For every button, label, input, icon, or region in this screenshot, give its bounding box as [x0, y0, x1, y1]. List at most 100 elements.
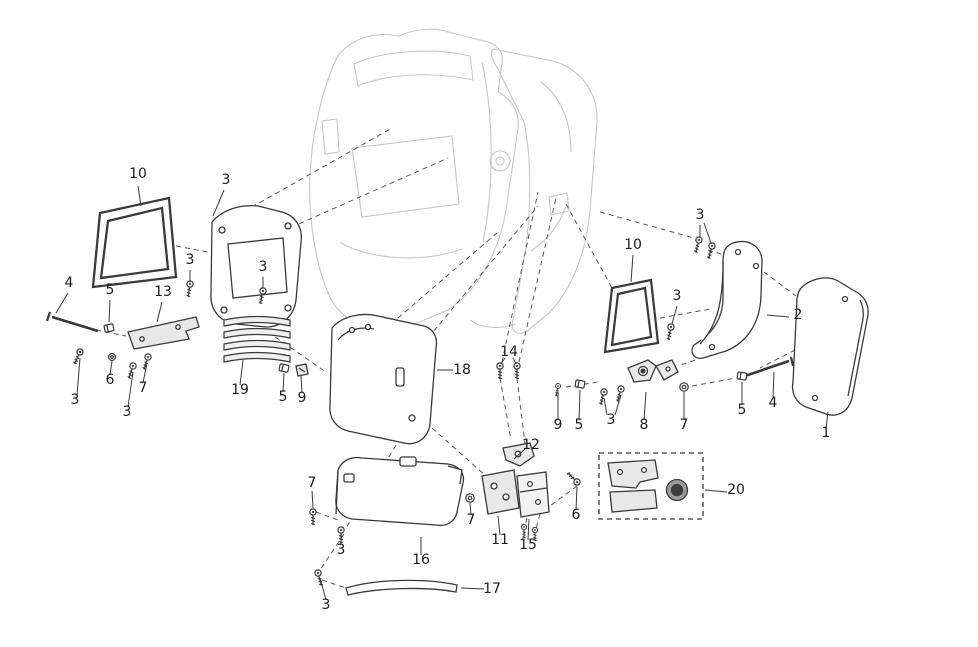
leader-line — [512, 357, 517, 365]
nut-icon — [107, 353, 117, 361]
part-label-17: 17 — [483, 581, 501, 597]
ghost-right-inner — [530, 205, 567, 252]
part-label-5: 5 — [738, 402, 747, 418]
part-18-side-cover-left — [329, 313, 438, 445]
dash-line — [267, 331, 327, 373]
bracket-hole — [175, 324, 181, 330]
ghost-assembly — [309, 28, 598, 334]
plate-body — [516, 471, 550, 518]
trim-body — [345, 579, 458, 596]
part-label-10: 10 — [624, 237, 642, 253]
lower-cover-tab — [399, 456, 417, 467]
part-9-clip-left — [295, 363, 309, 377]
screw-boss — [220, 306, 228, 314]
clip-hole — [514, 450, 522, 458]
leader-line — [55, 292, 69, 314]
spacer-icon — [736, 371, 748, 381]
ghost-lock-ring — [489, 150, 511, 172]
part-label-8: 8 — [640, 417, 649, 433]
screw-boss — [752, 262, 760, 270]
leader-line — [671, 305, 678, 325]
part-20-hardware-kit — [598, 452, 704, 520]
dash-line — [659, 307, 717, 319]
leader-line — [527, 518, 530, 541]
panel-crease — [699, 261, 724, 345]
dash-line — [427, 205, 539, 339]
ghost-front-cowl — [309, 28, 519, 331]
part-label-10: 10 — [129, 166, 147, 182]
bolt-head — [45, 311, 52, 322]
leader-line — [497, 515, 501, 536]
dash-line — [397, 231, 499, 319]
seal-outer — [603, 278, 660, 354]
dash-line — [516, 377, 526, 445]
part-3-front-panel — [210, 204, 302, 328]
dash-line — [431, 427, 487, 477]
cover-hole — [811, 394, 819, 402]
screw-boss — [708, 343, 716, 351]
seal-outer — [91, 196, 178, 289]
part-16-lower-cover — [335, 456, 465, 527]
leader-line — [772, 371, 775, 399]
dash-line — [524, 517, 528, 527]
screw-boss — [284, 222, 292, 230]
part-label-5: 5 — [279, 389, 288, 405]
part-label-3: 3 — [673, 288, 682, 304]
seal-inner — [610, 286, 653, 347]
dash-line — [565, 203, 613, 289]
part-label-13: 13 — [154, 284, 172, 300]
cover-latch — [395, 367, 405, 387]
part-label-9: 9 — [554, 417, 563, 433]
dash-line — [501, 191, 539, 363]
part-label-4: 4 — [65, 275, 74, 291]
part-label-3: 3 — [71, 392, 80, 408]
washer-icon — [465, 493, 475, 503]
part-label-18: 18 — [453, 362, 471, 378]
ghost-top-window — [353, 50, 474, 87]
ghost-lock-core — [495, 156, 505, 166]
screw-icon — [125, 361, 138, 380]
part-10-seal-left — [91, 196, 178, 289]
part-label-7: 7 — [308, 475, 317, 491]
part-label-3: 3 — [337, 542, 346, 558]
lower-cover-end — [447, 465, 463, 485]
screw-icon — [553, 382, 562, 398]
ghost-right-shell — [490, 48, 598, 334]
leader-line — [460, 587, 485, 590]
leader-line — [766, 314, 790, 318]
leader-line — [614, 394, 622, 416]
washer-icon — [679, 382, 689, 392]
cover-clip — [364, 323, 372, 331]
dash-line — [518, 197, 557, 363]
leader-line — [643, 391, 647, 421]
part-label-7: 7 — [139, 380, 148, 396]
leader-line — [239, 359, 244, 386]
plate-hole — [534, 498, 542, 506]
cover-clip — [348, 326, 356, 334]
leader-line — [578, 389, 581, 421]
part-label-3: 3 — [607, 412, 616, 428]
leader-line — [319, 577, 327, 601]
dash-line — [235, 127, 393, 217]
cover-hole — [841, 295, 849, 303]
dash-line — [677, 353, 713, 367]
part-label-3: 3 — [123, 404, 132, 420]
leader-lines — [55, 185, 829, 601]
ghost-right-tab — [548, 192, 570, 216]
vent-slat — [223, 339, 291, 351]
dash-line — [599, 211, 695, 239]
part-11-bracket — [481, 469, 520, 515]
leader-line — [108, 299, 111, 323]
leader-line — [300, 375, 303, 394]
spacer-icon — [103, 323, 115, 333]
bolt-head — [789, 356, 795, 367]
part-label-7: 7 — [467, 512, 476, 528]
part-4-bolt-right — [738, 356, 795, 380]
part-label-5: 5 — [575, 417, 584, 433]
ghost-bottom-arc — [340, 242, 463, 259]
part-label-3: 3 — [322, 597, 331, 613]
leader-line — [825, 411, 829, 429]
part-label-19: 19 — [231, 382, 249, 398]
bracket-hole — [502, 493, 510, 501]
